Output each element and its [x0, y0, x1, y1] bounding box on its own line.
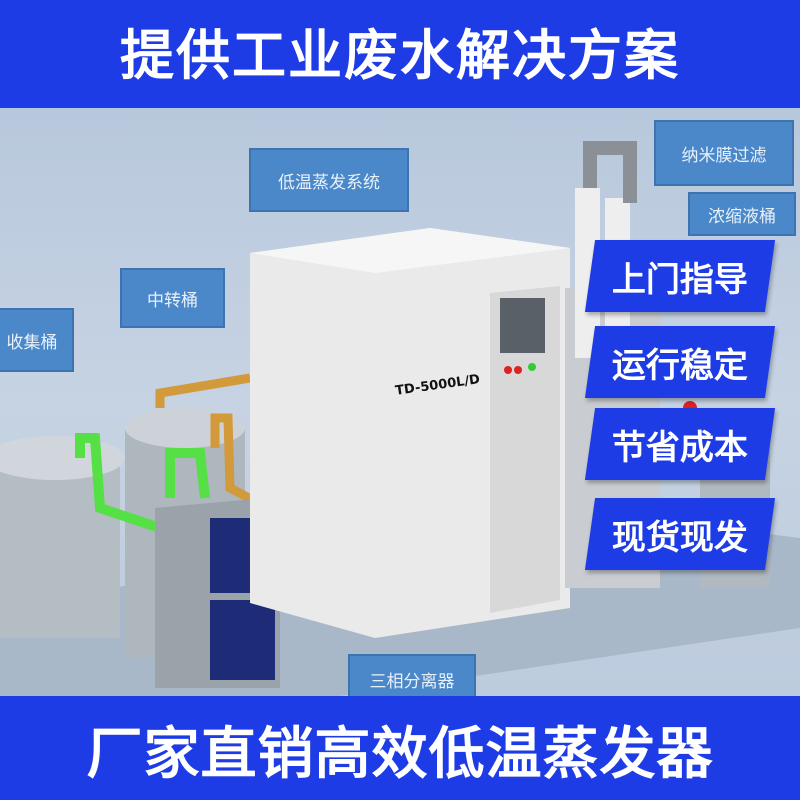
red-button [514, 366, 522, 374]
red-button [504, 366, 512, 374]
header-banner: 提供工业废水解决方案 [0, 0, 800, 100]
equipment-illustration: 低温蒸发系统 纳米膜过滤 中转桶 收集桶 浓缩液桶 三相分离器 TD-5000L… [0, 108, 800, 696]
separator-door [210, 600, 275, 680]
green-pipe [75, 433, 162, 533]
gray-pipe [583, 141, 637, 203]
badge-onsite-guidance: 上门指导 [584, 240, 776, 312]
callout-transfer-tank: 中转桶 [120, 268, 225, 328]
green-pipe [165, 448, 210, 499]
callout-nano-filter: 纳米膜过滤 [654, 120, 794, 186]
footer-banner: 厂家直销高效低温蒸发器 [0, 698, 800, 800]
footer-title: 厂家直销高效低温蒸发器 [86, 721, 714, 787]
badge-in-stock: 现货现发 [584, 498, 776, 570]
orange-pipe [155, 373, 251, 408]
orange-pipe [210, 413, 271, 512]
header-title: 提供工业废水解决方案 [120, 23, 680, 87]
badge-save-cost: 节省成本 [584, 408, 776, 480]
callout-separator: 三相分离器 [348, 654, 476, 696]
evaporator-top [250, 228, 570, 273]
green-button [528, 363, 536, 371]
badge-stable-operation: 运行稳定 [584, 326, 776, 398]
callout-collection-tank: 收集桶 [0, 308, 74, 372]
callout-concentrate-tank: 浓缩液桶 [688, 192, 796, 236]
callout-evaporation-system: 低温蒸发系统 [249, 148, 409, 212]
control-screen [500, 298, 545, 353]
